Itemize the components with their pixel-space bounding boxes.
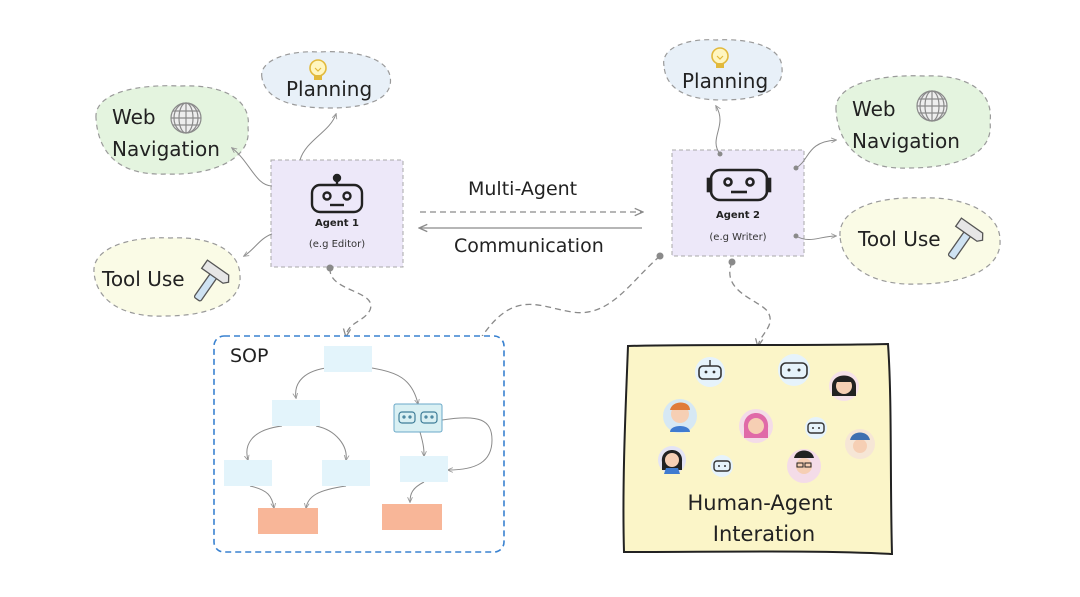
agent-2-subtitle: (e.g Writer) xyxy=(709,232,767,243)
agent-2-title: Agent 2 xyxy=(715,210,761,221)
connector xyxy=(244,233,273,256)
web-cloud-2 xyxy=(835,75,991,169)
planning-cloud-1 xyxy=(261,51,392,109)
robot-icon xyxy=(310,173,364,214)
sop-step xyxy=(400,456,448,482)
sop-panel xyxy=(213,335,505,553)
robot-icon xyxy=(778,354,810,386)
globe-icon xyxy=(916,90,948,122)
person-avatar-icon xyxy=(658,446,686,474)
planning-label-1: Planning xyxy=(286,77,373,101)
connector xyxy=(232,148,273,187)
agent2-to-sop xyxy=(468,255,661,360)
sop-end-step xyxy=(258,508,318,534)
robot-icon xyxy=(398,411,438,424)
globe-icon xyxy=(170,102,202,134)
sop-title: SOP xyxy=(230,345,269,367)
communication-label-line1: Multi-Agent xyxy=(468,178,578,200)
web-cloud-1 xyxy=(95,85,249,175)
robot-icon xyxy=(711,455,733,477)
hammer-icon xyxy=(193,259,230,302)
tool-use-label-2: Tool Use xyxy=(858,227,941,251)
human-agent-label-line1: Human-Agent xyxy=(687,491,833,515)
sop-flowchart xyxy=(247,367,493,508)
person-avatar-icon xyxy=(829,371,859,401)
agent-2-box xyxy=(671,149,805,257)
connector xyxy=(299,114,336,161)
connector xyxy=(795,140,836,169)
connector xyxy=(795,236,836,241)
human-agent-panel xyxy=(622,342,894,556)
planning-label-2: Planning xyxy=(682,69,769,93)
connector xyxy=(716,106,720,155)
planning-cloud-2 xyxy=(663,39,783,101)
lightbulb-icon xyxy=(711,47,729,68)
web-label-line1-2: Web xyxy=(852,97,896,121)
web-label-line1-1: Web xyxy=(112,105,156,129)
sop-step xyxy=(224,460,272,486)
web-label-line2-1: Navigation xyxy=(112,137,220,161)
sop-step xyxy=(324,346,372,372)
robot-icon xyxy=(706,168,772,202)
human-agent-label-line2: Interation xyxy=(712,522,816,546)
sop-step xyxy=(322,460,370,486)
person-avatar-icon xyxy=(739,409,773,443)
sop-agent-step xyxy=(393,403,443,433)
person-avatar-icon xyxy=(663,399,697,433)
sop-end-step xyxy=(382,504,442,530)
agent2-to-hai xyxy=(729,261,771,346)
tool-use-label-1: Tool Use xyxy=(102,267,185,291)
agent1-to-sop xyxy=(329,267,372,336)
web-label-line2-2: Navigation xyxy=(852,129,960,153)
hammer-icon xyxy=(947,217,984,260)
robot-icon xyxy=(695,357,725,387)
person-avatar-icon xyxy=(787,449,821,483)
lightbulb-icon xyxy=(309,59,327,80)
agent-1-title: Agent 1 xyxy=(314,218,360,229)
agent-1-subtitle: (e.g Editor) xyxy=(308,239,366,250)
communication-label-line2: Communication xyxy=(454,235,604,257)
sop-step xyxy=(272,400,320,426)
person-avatar-icon xyxy=(845,429,875,459)
robot-icon xyxy=(805,417,827,439)
